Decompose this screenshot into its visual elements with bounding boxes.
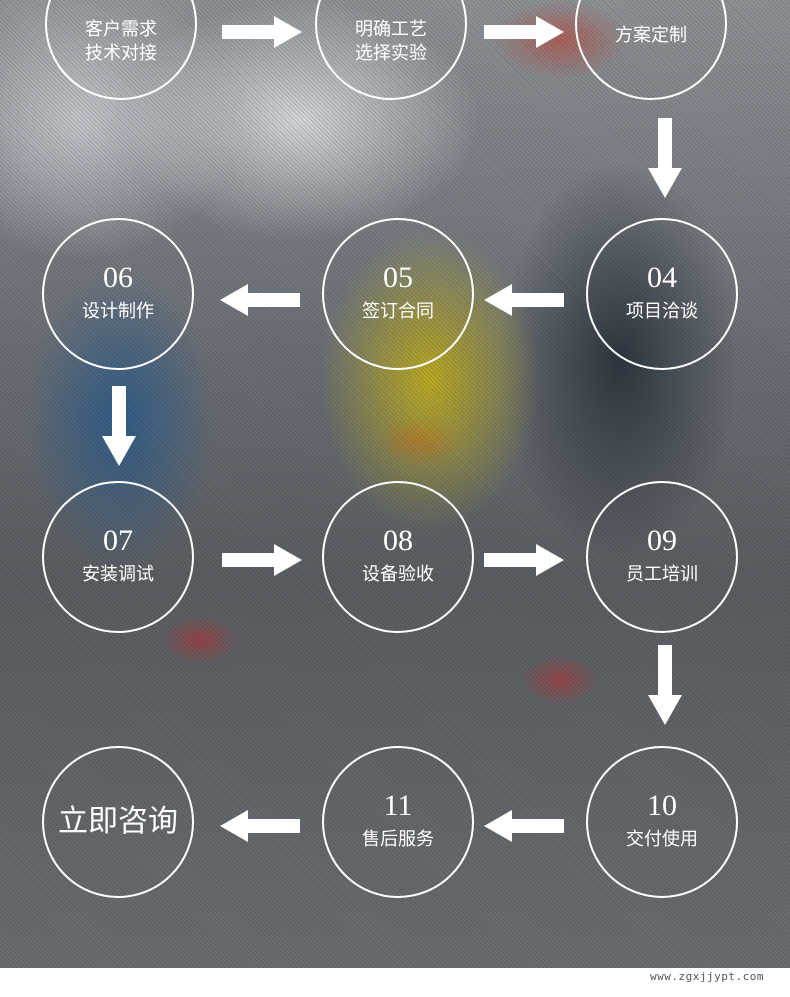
step-07-number: 07 <box>103 524 133 557</box>
step-09-label: 员工培训 <box>626 564 698 585</box>
arrow-right-icon <box>222 544 302 576</box>
step-07-circle: 07 安装调试 <box>42 481 194 633</box>
step-03-label: 方案定制 <box>615 25 687 46</box>
arrow-left-icon <box>220 810 300 842</box>
step-02-line2: 选择实验 <box>355 43 427 64</box>
footer-strip: www.zgxjjypt.com <box>0 968 790 997</box>
arrow-right-icon <box>484 544 564 576</box>
arrow-left-icon <box>484 284 564 316</box>
step-01-circle: 客户需求 技术对接 <box>45 0 197 100</box>
step-08-number: 08 <box>383 524 413 557</box>
step-02-line1: 明确工艺 <box>355 19 427 40</box>
step-05-circle: 05 签订合同 <box>322 218 474 370</box>
step-06-circle: 06 设计制作 <box>42 218 194 370</box>
step-04-number: 04 <box>647 261 677 294</box>
arrow-down-icon <box>102 386 136 466</box>
step-06-label: 设计制作 <box>82 301 154 322</box>
consult-now-label: 立即咨询 <box>58 804 178 839</box>
step-04-label: 项目洽谈 <box>626 301 698 322</box>
step-10-circle: 10 交付使用 <box>586 746 738 898</box>
step-11-circle: 11 售后服务 <box>322 746 474 898</box>
arrow-right-icon <box>222 16 302 48</box>
step-04-circle: 04 项目洽谈 <box>586 218 738 370</box>
step-09-circle: 09 员工培训 <box>586 481 738 633</box>
step-11-number: 11 <box>383 789 413 822</box>
step-03-circle: 方案定制 <box>575 0 727 100</box>
step-05-number: 05 <box>383 261 413 294</box>
consult-now-button[interactable]: 立即咨询 <box>42 746 194 898</box>
process-flow-banner: 客户需求 技术对接 明确工艺 选择实验 方案定制 06 设计制作 05 签订合同… <box>0 0 790 968</box>
step-10-number: 10 <box>647 789 677 822</box>
arrow-down-icon <box>648 118 682 198</box>
step-06-number: 06 <box>103 261 133 294</box>
step-01-line2: 技术对接 <box>85 43 157 64</box>
step-05-label: 签订合同 <box>362 301 434 322</box>
site-watermark: www.zgxjjypt.com <box>650 970 764 983</box>
step-10-label: 交付使用 <box>626 829 698 850</box>
step-11-label: 售后服务 <box>362 829 434 850</box>
step-07-label: 安装调试 <box>82 564 154 585</box>
step-08-circle: 08 设备验收 <box>322 481 474 633</box>
step-08-label: 设备验收 <box>362 564 434 585</box>
arrow-left-icon <box>220 284 300 316</box>
arrow-right-icon <box>484 16 564 48</box>
step-02-circle: 明确工艺 选择实验 <box>315 0 467 100</box>
step-09-number: 09 <box>647 524 677 557</box>
arrow-down-icon <box>648 645 682 725</box>
step-01-line1: 客户需求 <box>85 19 157 40</box>
arrow-left-icon <box>484 810 564 842</box>
